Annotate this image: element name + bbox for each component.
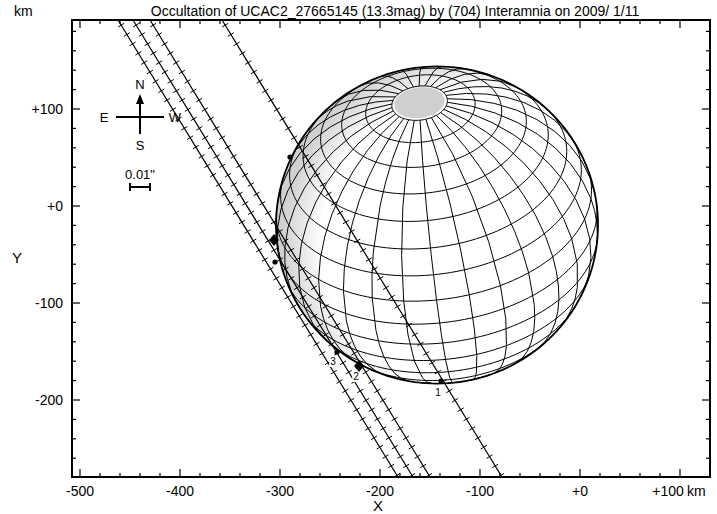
compass-label: W [169, 111, 181, 124]
axis-label: km [687, 484, 706, 498]
axis-label: -300 [266, 484, 294, 498]
chord-number: 2 [352, 372, 360, 382]
axis-label: km [14, 4, 33, 18]
axis-label: -100 [466, 484, 494, 498]
axis-label: +100 [31, 102, 63, 116]
compass-label: N [135, 78, 144, 91]
chord-lines [118, 20, 504, 477]
chart-title: Occultation of UCAC2_27665145 (13.3mag) … [151, 4, 639, 18]
compass-label: S [136, 139, 145, 152]
plot-border [72, 20, 710, 477]
axis-label: +0 [47, 199, 63, 213]
axis-label: +100 [652, 484, 684, 498]
compass-label: 0.01" [125, 168, 155, 181]
compass-label: E [100, 111, 109, 124]
axis-label: -100 [35, 296, 63, 310]
axis-label: -200 [35, 393, 63, 407]
axis-label: +0 [572, 484, 588, 498]
axis-ticks [72, 20, 710, 477]
axis-label: X [373, 498, 383, 513]
chord-number: 3 [329, 357, 337, 367]
axis-label: Y [12, 250, 22, 265]
axis-label: -400 [166, 484, 194, 498]
asteroid-shape [276, 66, 598, 383]
chord-number: 1 [434, 388, 442, 398]
axis-label: -500 [66, 484, 94, 498]
axis-label: -200 [366, 484, 394, 498]
compass-rose [116, 94, 164, 191]
plot-frame [72, 20, 710, 477]
